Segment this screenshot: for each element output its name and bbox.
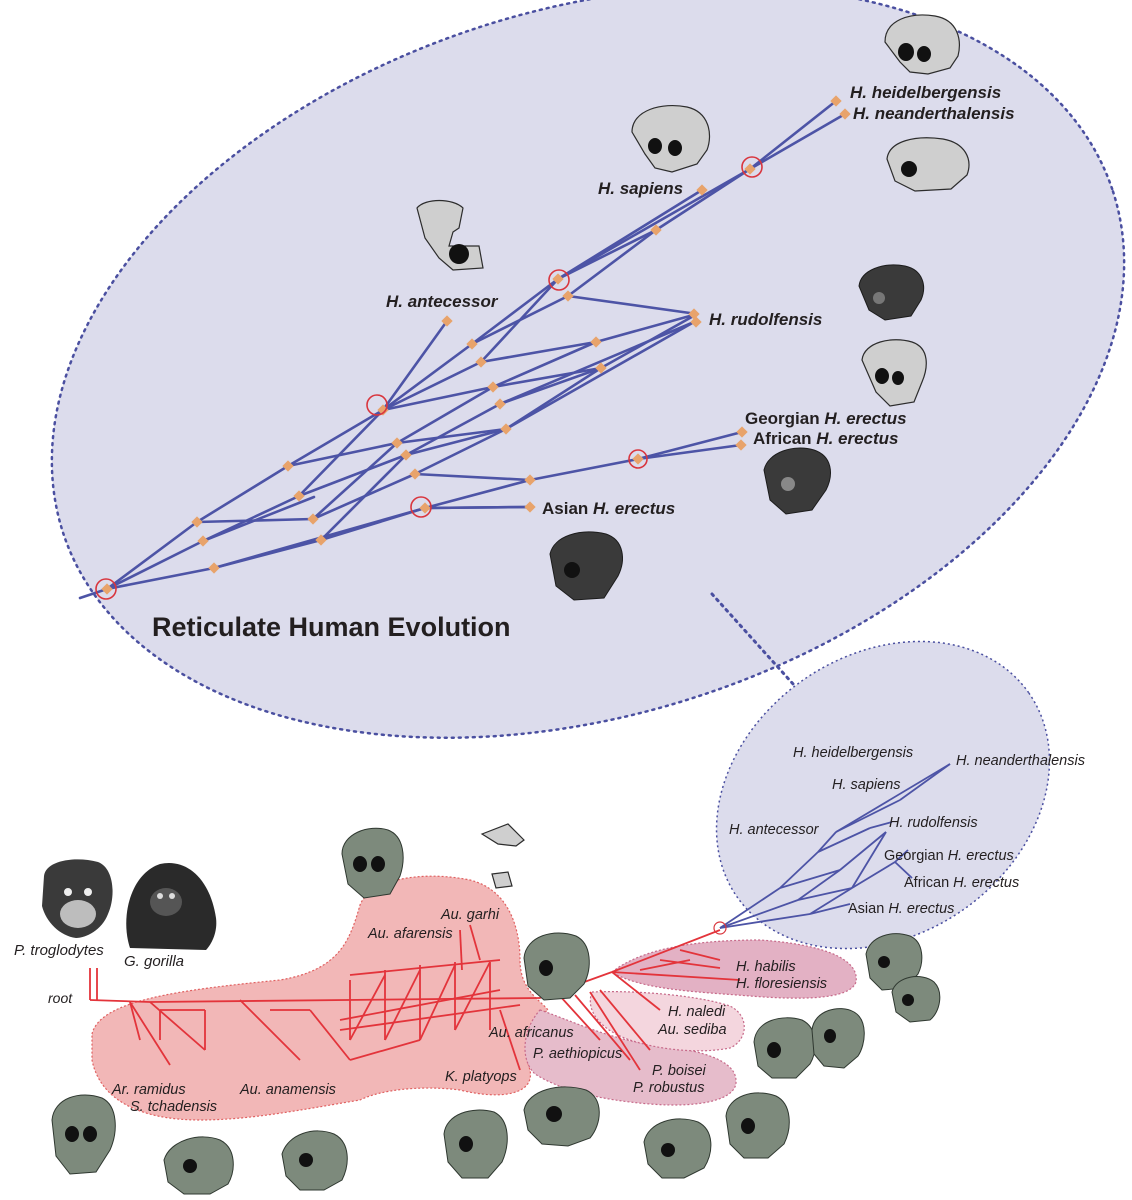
tree-regions — [91, 875, 857, 1121]
label-root: root — [48, 990, 73, 1006]
small-label-rudolfensis: H. rudolfensis — [889, 815, 978, 831]
label-sapiens: H. sapiens — [598, 179, 683, 198]
australopith-region — [91, 875, 549, 1121]
gorilla-face-icon — [126, 862, 217, 950]
skull-icon — [858, 264, 925, 321]
naledi-sediba-region — [589, 991, 745, 1052]
label-asian-erectus: Asian H. erectus — [542, 499, 675, 518]
label-georgian-erectus: Georgian H. erectus — [745, 409, 907, 428]
skull-icon — [281, 1130, 348, 1191]
skull-icon — [631, 105, 711, 173]
small-label-antecessor: H. antecessor — [729, 822, 820, 838]
skull-icon — [886, 137, 970, 192]
skull-icon — [51, 1094, 116, 1175]
label-aethiopicus: P. aethiopicus — [533, 1046, 622, 1062]
label-sediba: Au. sediba — [657, 1022, 727, 1038]
label-naledi: H. naledi — [668, 1004, 726, 1020]
label-antecessor: H. antecessor — [386, 292, 499, 311]
red-tree — [89, 924, 741, 1071]
skull-icon — [884, 14, 960, 75]
inset-title: Reticulate Human Evolution — [152, 612, 511, 642]
large-inset-ellipse — [50, 0, 1126, 739]
small-label-sapiens: H. sapiens — [832, 777, 901, 793]
small-root-marker — [713, 921, 727, 935]
label-neanderthalensis: H. neanderthalensis — [853, 104, 1015, 123]
habilis-region — [610, 939, 857, 999]
skull-icon — [163, 1136, 234, 1195]
skull-icon — [549, 531, 623, 601]
reticulate-network — [78, 99, 847, 600]
skull-icon — [811, 1008, 865, 1069]
tree-labels: root P. troglodytes G. gorilla Ar. ramid… — [14, 907, 827, 1115]
label-habilis: H. habilis — [736, 959, 796, 975]
label-tchadensis: S. tchadensis — [130, 1099, 217, 1115]
label-rudolfensis: H. rudolfensis — [709, 310, 822, 329]
small-inset-ellipse — [715, 640, 1051, 950]
skull-icon — [643, 1118, 712, 1179]
small-label-georgian-erectus: Georgian H. erectus — [884, 848, 1014, 864]
label-boisei: P. boisei — [652, 1063, 707, 1079]
label-ramidus: Ar. ramidus — [111, 1082, 186, 1098]
label-african-erectus: African H. erectus — [753, 429, 899, 448]
label-africanus: Au. africanus — [488, 1025, 574, 1041]
skull-icon — [523, 1086, 600, 1147]
label-afarensis: Au. afarensis — [367, 926, 453, 942]
skull-icon — [891, 976, 941, 1023]
skull-icon — [341, 827, 404, 899]
label-platyops: K. platyops — [445, 1069, 517, 1085]
label-heidelbergensis: H. heidelbergensis — [850, 83, 1001, 102]
small-inset-labels: H. heidelbergensis H. neanderthalensis H… — [729, 745, 1085, 917]
label-floresiensis: H. floresiensis — [736, 976, 827, 992]
skull-icon — [763, 447, 831, 515]
inset-skulls — [416, 14, 970, 601]
bottom-fossils — [42, 823, 941, 1195]
small-network — [719, 763, 951, 929]
skull-icon — [861, 339, 927, 407]
skull-icon — [480, 823, 525, 889]
small-inset: H. heidelbergensis H. neanderthalensis H… — [713, 640, 1085, 950]
chimpanzee-face-icon — [42, 859, 113, 938]
label-troglodytes: P. troglodytes — [14, 942, 104, 959]
small-label-heidelbergensis: H. heidelbergensis — [793, 745, 913, 761]
skull-icon — [443, 1109, 508, 1179]
small-label-neanderthalensis: H. neanderthalensis — [956, 753, 1085, 769]
inset-labels: H. heidelbergensis H. neanderthalensis H… — [152, 83, 1015, 642]
small-label-african-erectus: African H. erectus — [904, 875, 1019, 891]
label-anamensis: Au. anamensis — [239, 1082, 336, 1098]
skull-icon — [725, 1092, 790, 1159]
large-inset: H. heidelbergensis H. neanderthalensis H… — [50, 0, 1126, 739]
label-gorilla: G. gorilla — [124, 953, 184, 970]
skull-icon — [753, 1017, 816, 1079]
skull-icon — [523, 932, 590, 1001]
paranthropus-region — [524, 1009, 737, 1106]
label-robustus: P. robustus — [633, 1080, 704, 1096]
small-label-asian-erectus: Asian H. erectus — [848, 901, 954, 917]
skull-icon — [865, 933, 923, 991]
skull-icon — [416, 199, 484, 271]
hybridization-markers — [95, 156, 763, 600]
label-garhi: Au. garhi — [440, 907, 500, 923]
network-node-markers — [101, 95, 851, 595]
